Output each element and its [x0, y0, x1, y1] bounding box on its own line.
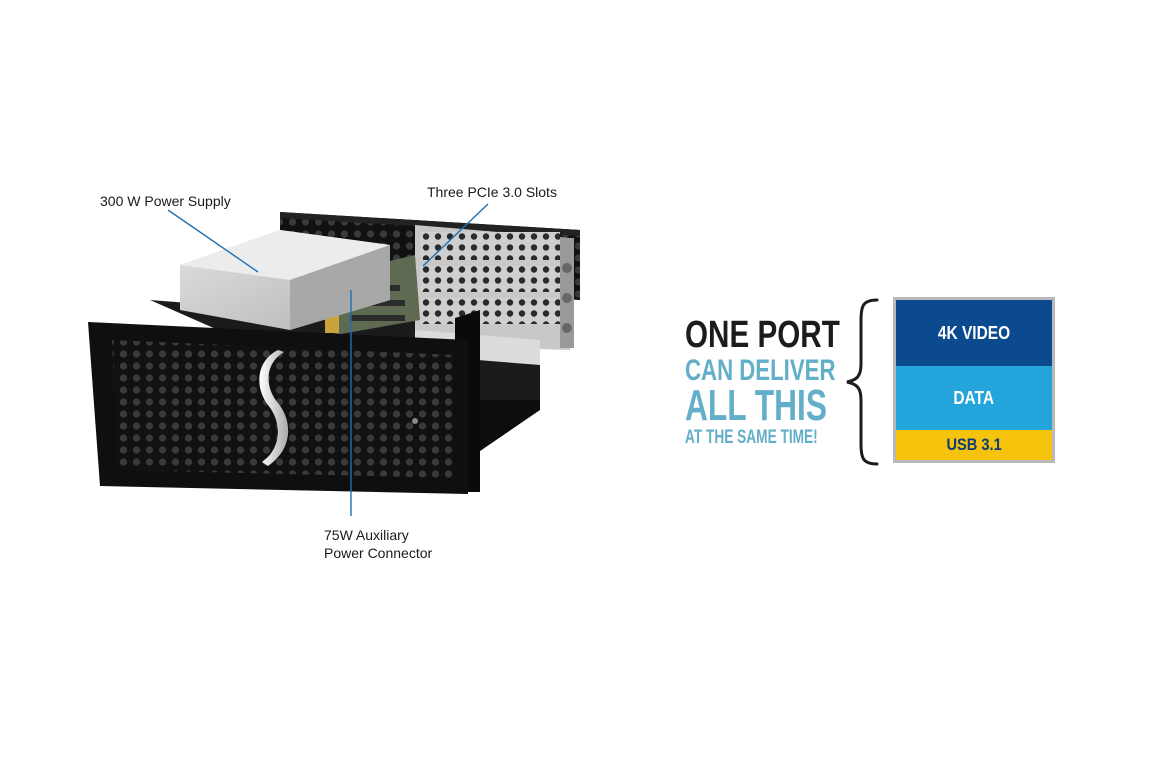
capability-stack: 4K VIDEO DATA USB 3.1: [893, 297, 1055, 463]
tagline-all-this: ALL THIS: [685, 381, 827, 430]
curly-brace-icon: [846, 298, 879, 466]
usb-layer-label: USB 3.1: [946, 435, 1002, 454]
video-layer: 4K VIDEO: [896, 300, 1052, 366]
power-supply-callout: 300 W Power Supply: [100, 193, 231, 209]
aux-power-callout-line2: Power Connector: [324, 545, 433, 561]
aux-power-callout: 75W Auxiliary Power Connector: [324, 526, 432, 562]
one-port-tagline: ONE PORT CAN DELIVER ALL THIS AT THE SAM…: [685, 316, 845, 447]
video-layer-label: 4K VIDEO: [937, 322, 1011, 343]
device-illustration: 300 W Power Supply Three PCIe 3.0 Slots …: [0, 0, 640, 600]
pcie-chassis-image: [88, 203, 580, 516]
data-layer-label: DATA: [953, 387, 995, 408]
usb-layer: USB 3.1: [896, 430, 1052, 460]
tagline-one-port: ONE PORT: [685, 314, 840, 356]
data-layer: DATA: [896, 366, 1052, 430]
pcie-slots-callout: Three PCIe 3.0 Slots: [427, 184, 557, 200]
aux-power-callout-line1: 75W Auxiliary: [324, 527, 409, 543]
tagline-same-time: AT THE SAME TIME!: [685, 427, 818, 448]
